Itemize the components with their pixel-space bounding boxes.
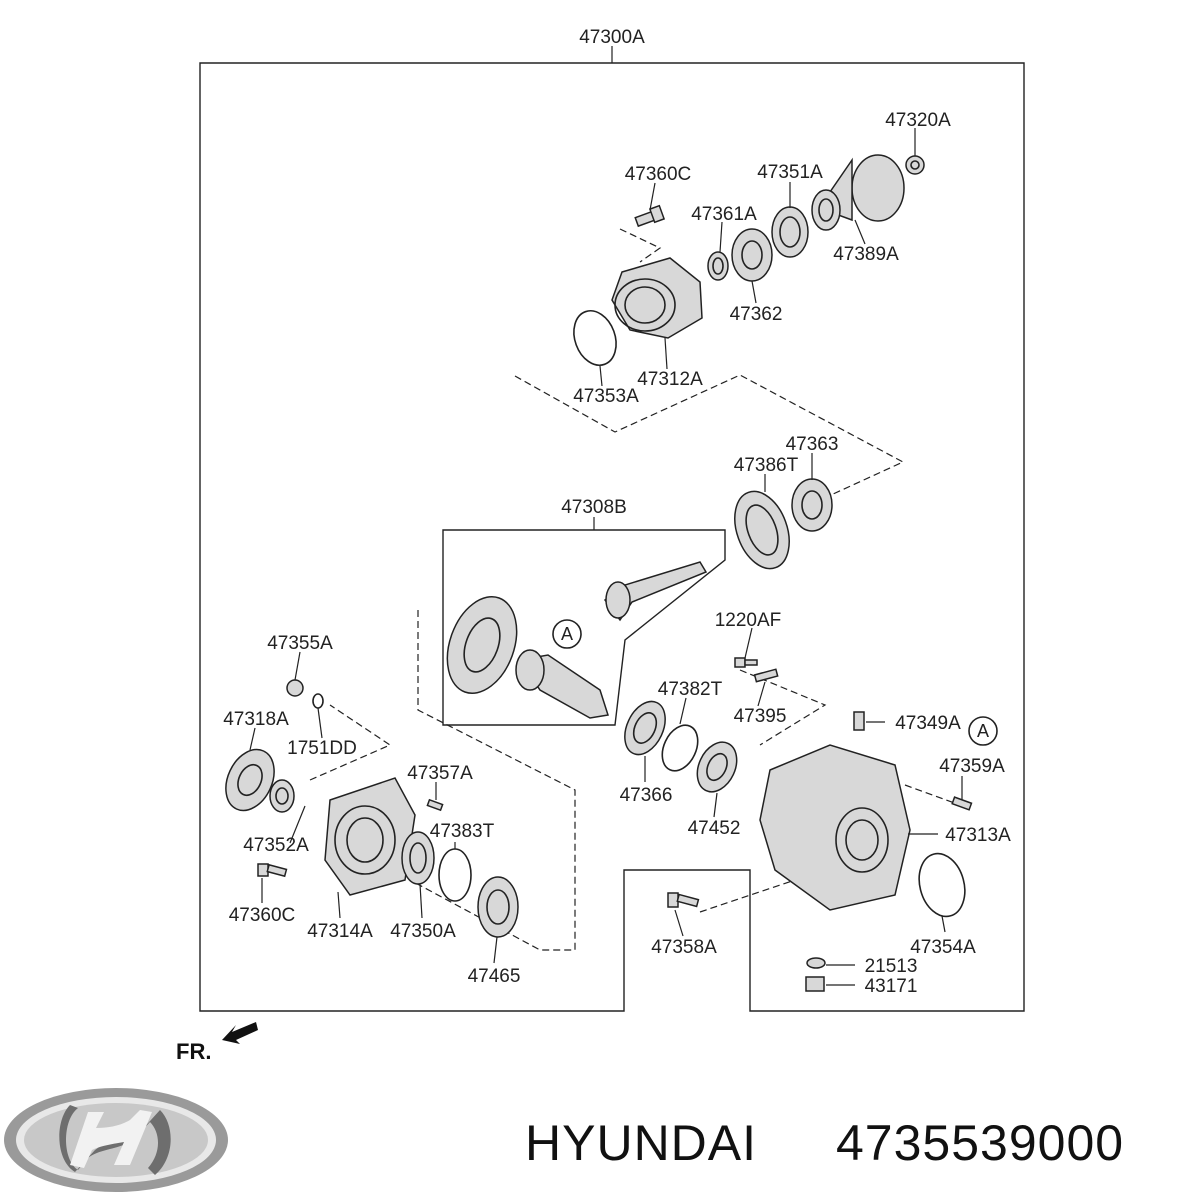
label-47352A: 47352A: [243, 835, 309, 856]
output-housing: [611, 257, 703, 339]
o-ring: [573, 310, 617, 366]
label-47452: 47452: [688, 818, 741, 839]
label-47314A: 47314A: [307, 921, 373, 942]
oil-seal: [771, 206, 809, 258]
label-47386T: 47386T: [734, 455, 799, 476]
label-47350A: 47350A: [390, 921, 456, 942]
front-arrow-icon: [222, 1022, 258, 1044]
right-bolt: [667, 892, 700, 908]
label-47382T: 47382T: [658, 679, 723, 700]
lock-nut: [905, 155, 925, 175]
taper-bearing: [731, 228, 773, 282]
companion-flange: [811, 154, 905, 231]
left-seal: [225, 748, 275, 812]
svg-text:A: A: [977, 721, 989, 741]
label-47357A: 47357A: [407, 763, 473, 784]
gasket: [806, 957, 826, 969]
part-labels: 47320A 47360C 47351A 47361A 47389A 47362…: [223, 110, 1011, 997]
label-47360C-bottom: 47360C: [229, 905, 296, 926]
left-bolt: [257, 863, 288, 878]
label-47312A: 47312A: [637, 369, 703, 390]
washer: [312, 693, 324, 709]
label-43171: 43171: [865, 976, 918, 997]
left-ring-seal: [401, 831, 435, 885]
gearset-box: [442, 529, 726, 726]
label-47358A: 47358A: [651, 937, 717, 958]
top-group-outline: [514, 374, 905, 501]
dowel-pin-right: [951, 796, 973, 811]
label-47313A: 47313A: [945, 825, 1011, 846]
front-indicator: FR.: [176, 1022, 258, 1064]
left-o-ring: [438, 848, 472, 902]
plug: [286, 679, 304, 697]
right-group-outline: [699, 669, 961, 913]
drain-plug: [805, 976, 825, 992]
ring-gear: [446, 596, 518, 694]
svg-text:A: A: [561, 624, 573, 644]
label-47389A: 47389A: [833, 244, 899, 265]
label-47355A: 47355A: [267, 633, 333, 654]
spacer: [707, 251, 729, 281]
ref-mark-a2: A: [968, 716, 998, 746]
breather: [853, 711, 865, 731]
hyundai-logo: [4, 1088, 228, 1192]
pinion-shaft: [603, 561, 708, 622]
label-47349A: 47349A: [895, 713, 961, 734]
label-47465: 47465: [468, 966, 521, 987]
left-bearing: [269, 779, 295, 813]
label-47308B: 47308B: [561, 497, 627, 518]
side-shaft: [515, 649, 609, 719]
label-47383T: 47383T: [430, 821, 495, 842]
bracket: [753, 668, 779, 683]
label-47354A: 47354A: [910, 937, 976, 958]
label-47353A: 47353A: [573, 386, 639, 407]
ref-mark-a1: A: [552, 619, 582, 649]
right-seal: [624, 700, 666, 756]
label-47362: 47362: [730, 304, 783, 325]
middle-bearing: [791, 478, 833, 532]
case-o-ring: [918, 852, 966, 918]
label-47361A: 47361A: [691, 204, 757, 225]
left-group-outline: [309, 610, 576, 951]
label-47360C-top: 47360C: [625, 164, 692, 185]
assembly-frame: [199, 62, 1025, 1012]
label-47359A: 47359A: [939, 756, 1005, 777]
transfer-case: [759, 744, 911, 911]
label-47351A: 47351A: [757, 162, 823, 183]
svg-text:FR.: FR.: [176, 1039, 211, 1064]
label-47395: 47395: [734, 706, 787, 727]
assembly-label: 47300A: [579, 27, 645, 48]
label-47318A: 47318A: [223, 709, 289, 730]
dowel-pin: [426, 798, 444, 812]
bolt-leader-dash: [619, 228, 662, 263]
brand-name: HYUNDAI: [525, 1115, 757, 1171]
gasket-shim: [734, 490, 790, 570]
label-1220AF: 1220AF: [715, 610, 782, 631]
right-o-ring: [661, 724, 699, 772]
right-bearing: [696, 741, 738, 793]
leader-lines: [249, 128, 963, 986]
small-bolt: [734, 657, 758, 668]
label-21513: 21513: [865, 956, 918, 977]
part-number: 4735539000: [836, 1115, 1124, 1171]
label-47320A: 47320A: [885, 110, 951, 131]
left-big-bearing: [477, 876, 519, 938]
housing-bolt: [634, 204, 666, 228]
label-1751DD: 1751DD: [287, 738, 357, 759]
label-47363: 47363: [786, 434, 839, 455]
left-cover: [324, 777, 416, 896]
label-47366: 47366: [620, 785, 673, 806]
